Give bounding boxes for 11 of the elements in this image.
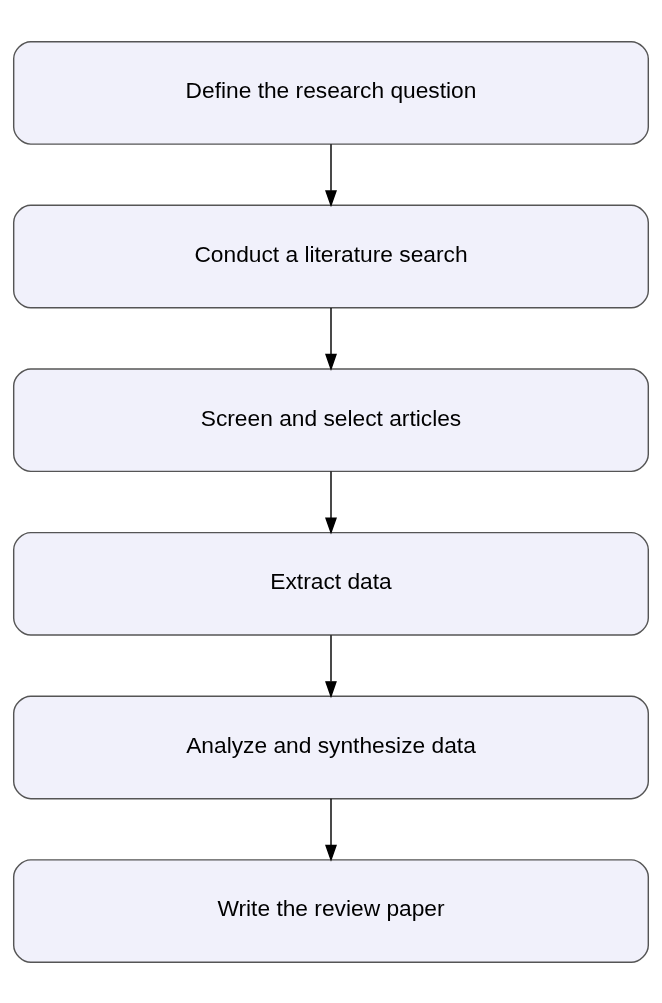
node-box: Extract data (13, 531, 649, 636)
arrow (325, 470, 337, 535)
node-box: Write the review paper (13, 858, 649, 963)
arrow (325, 143, 337, 207)
arrow (325, 634, 337, 698)
arrow (325, 797, 337, 862)
arrow (325, 306, 337, 371)
node-box: Conduct a literature search (13, 204, 649, 308)
node-box: Screen and select articles (13, 367, 649, 472)
node-box: Define the research question (13, 40, 649, 145)
node-box: Analyze and synthesize data (13, 695, 649, 799)
